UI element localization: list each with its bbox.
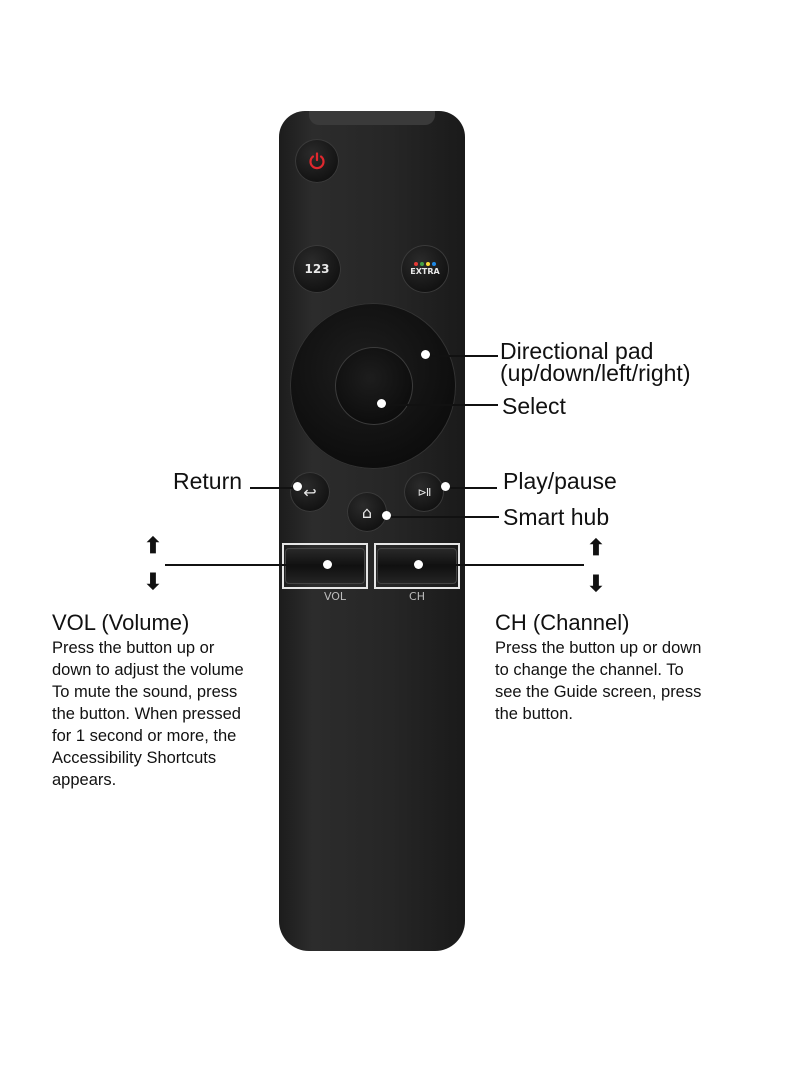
- ch-line: Press the button up or down: [495, 639, 702, 657]
- ch-leader-line: [419, 564, 584, 566]
- ch-line: to change the channel. To: [495, 661, 684, 679]
- return-pointer-dot: [293, 482, 302, 491]
- dpad-pointer-dot: [421, 350, 430, 359]
- play-pause-icon: ⊳II: [417, 485, 432, 499]
- directional-pad-sublabel: (up/down/left/right): [500, 360, 691, 386]
- vol-line: To mute the sound, press: [52, 683, 238, 701]
- vol-pointer-dot: [323, 560, 332, 569]
- ch-up-arrow-icon: ⬆: [586, 535, 606, 560]
- smart-hub-leader-line: [387, 516, 499, 518]
- vol-line: appears.: [52, 771, 117, 789]
- ir-window: [309, 111, 435, 125]
- ch-line: the button.: [495, 705, 573, 723]
- return-button[interactable]: ↩: [290, 472, 330, 512]
- number-button[interactable]: 123: [293, 245, 341, 293]
- vol-rocker-label: VOL: [323, 590, 347, 603]
- ch-rocker-label: CH: [409, 590, 425, 603]
- directional-pad-label: Directional pad: [500, 338, 654, 364]
- return-leader-line: [250, 487, 298, 489]
- power-icon: [309, 152, 325, 170]
- vol-line: Press the button up or: [52, 639, 215, 657]
- select-button[interactable]: [335, 347, 413, 425]
- channel-highlight-box: [374, 543, 460, 589]
- ch-down-arrow-icon: ⬇: [586, 571, 606, 596]
- select-pointer-dot: [377, 399, 386, 408]
- extra-button-label: EXTRA: [410, 267, 440, 276]
- play-pause-leader-line: [445, 487, 497, 489]
- vol-up-arrow-icon: ⬆: [143, 533, 163, 558]
- return-label: Return: [173, 468, 243, 494]
- vol-heading: VOL (Volume): [52, 610, 190, 635]
- smart-hub-label: Smart hub: [503, 504, 610, 530]
- number-button-label: 123: [304, 262, 330, 276]
- power-button[interactable]: [295, 139, 339, 183]
- vol-down-arrow-icon: ⬇: [143, 569, 163, 594]
- select-leader-line: [382, 404, 498, 406]
- vol-description: Press the button up or down to adjust th…: [52, 637, 244, 791]
- home-icon: ⌂: [361, 502, 373, 522]
- dpad-leader-line: [426, 355, 498, 357]
- ch-pointer-dot: [414, 560, 423, 569]
- vol-line: for 1 second or more, the: [52, 727, 237, 745]
- play-pause-button[interactable]: ⊳II: [404, 472, 444, 512]
- vol-line: the button. When pressed: [52, 705, 241, 723]
- select-label: Select: [502, 393, 566, 419]
- ch-heading: CH (Channel): [495, 610, 630, 635]
- vol-line: down to adjust the volume: [52, 661, 244, 679]
- extra-button[interactable]: EXTRA: [401, 245, 449, 293]
- smart-hub-pointer-dot: [382, 511, 391, 520]
- vol-line: Accessibility Shortcuts: [52, 749, 217, 767]
- return-icon: ↩: [303, 482, 317, 502]
- ch-description: Press the button up or down to change th…: [495, 637, 701, 725]
- color-dots-icon: [414, 262, 436, 266]
- vol-leader-line: [165, 564, 327, 566]
- ch-line: see the Guide screen, press: [495, 683, 702, 701]
- play-pause-label: Play/pause: [503, 468, 617, 494]
- play-pause-pointer-dot: [441, 482, 450, 491]
- smart-hub-button[interactable]: ⌂: [347, 492, 387, 532]
- volume-highlight-box: [282, 543, 368, 589]
